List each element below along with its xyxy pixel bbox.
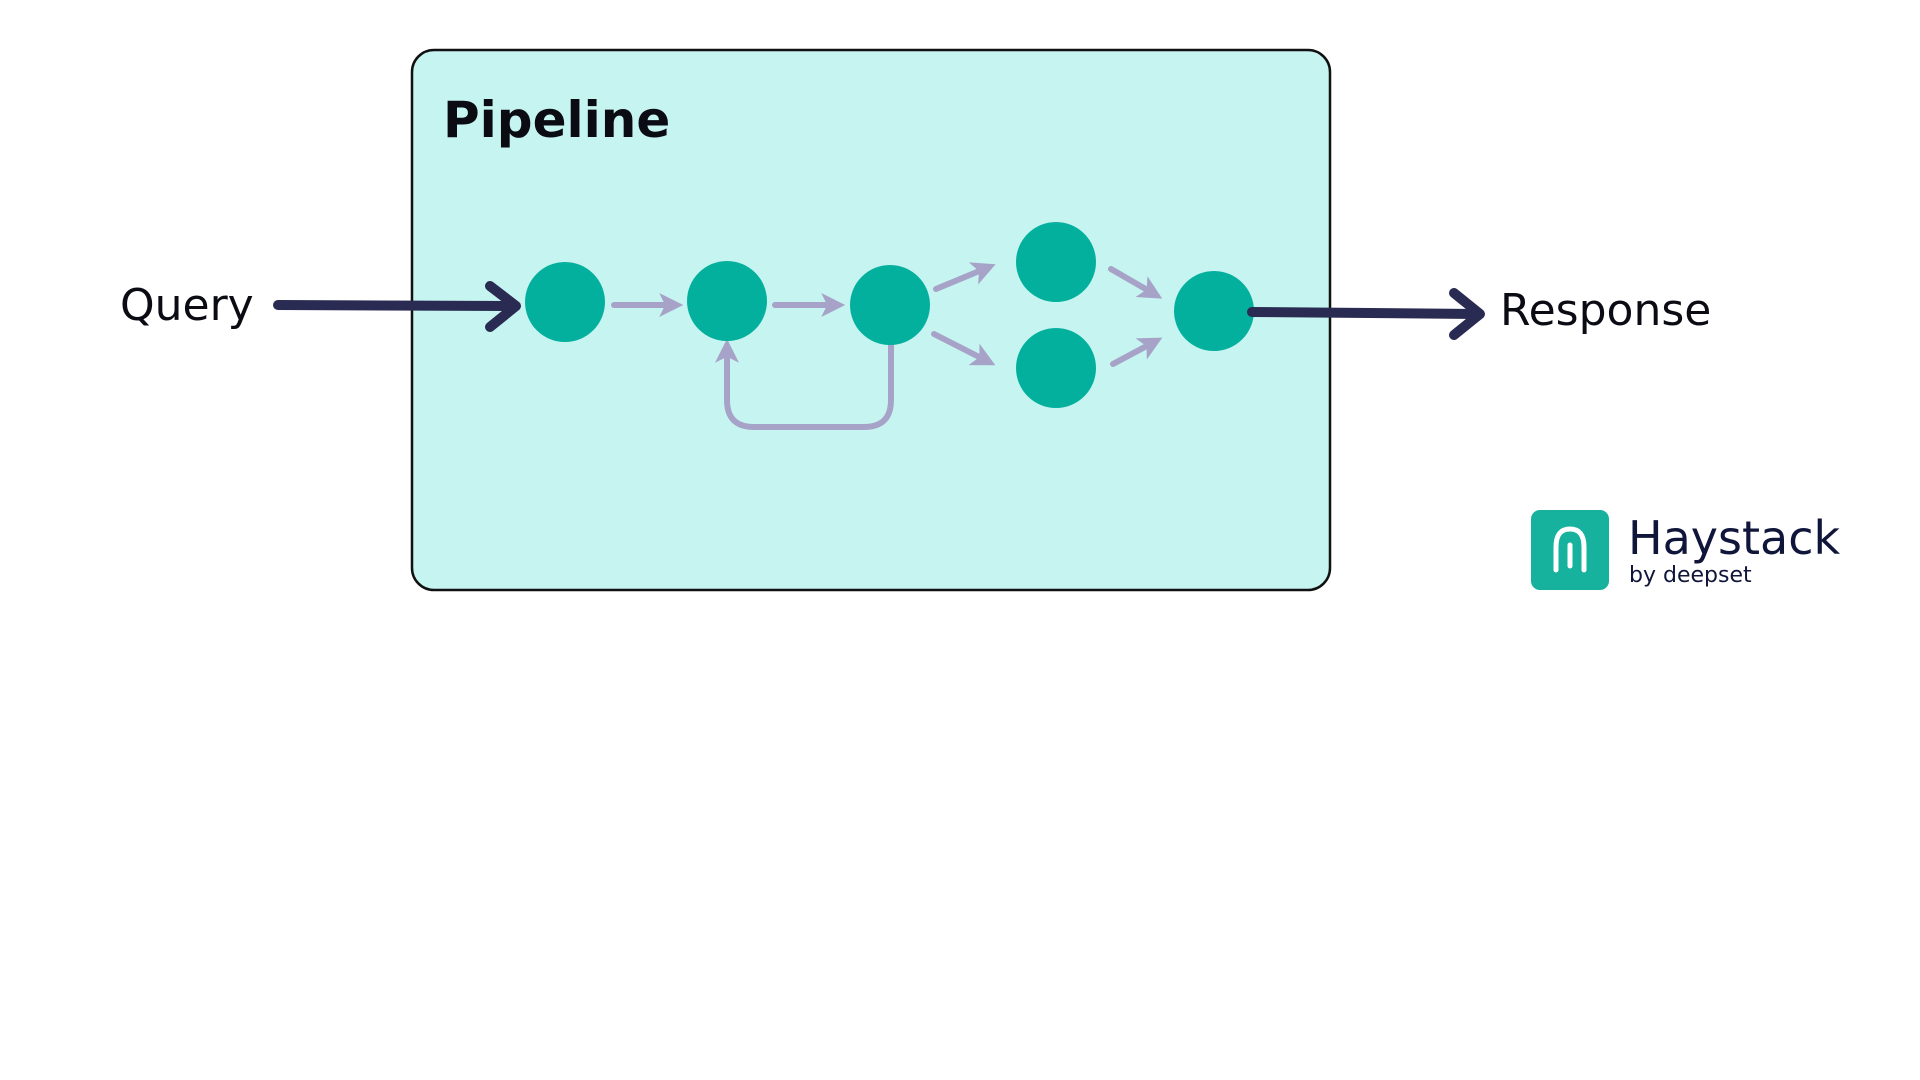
edge-5-6 xyxy=(1110,337,1163,367)
node-3 xyxy=(850,265,930,345)
node-4 xyxy=(1016,222,1096,302)
response-label: Response xyxy=(1500,285,1711,336)
edge-3-5 xyxy=(931,331,996,366)
response-arrow xyxy=(1247,288,1485,340)
haystack-logo-icon xyxy=(1531,510,1609,590)
node-6 xyxy=(1174,271,1254,351)
edge-4-6 xyxy=(1108,266,1163,299)
brand-tagline: by deepset xyxy=(1629,563,1752,588)
query-arrow xyxy=(273,281,521,332)
pipeline-title: Pipeline xyxy=(443,91,670,149)
pipeline-nodes xyxy=(525,222,1254,408)
brand-name: Haystack xyxy=(1628,511,1840,565)
edge-3-4 xyxy=(933,262,996,292)
node-2 xyxy=(687,261,767,341)
node-5 xyxy=(1016,328,1096,408)
haystack-brand: Haystack by deepset xyxy=(1531,510,1840,590)
edge-loop-3-2 xyxy=(715,338,894,430)
pipeline-edges xyxy=(611,262,1163,430)
node-1 xyxy=(525,262,605,342)
query-label: Query xyxy=(120,280,254,331)
